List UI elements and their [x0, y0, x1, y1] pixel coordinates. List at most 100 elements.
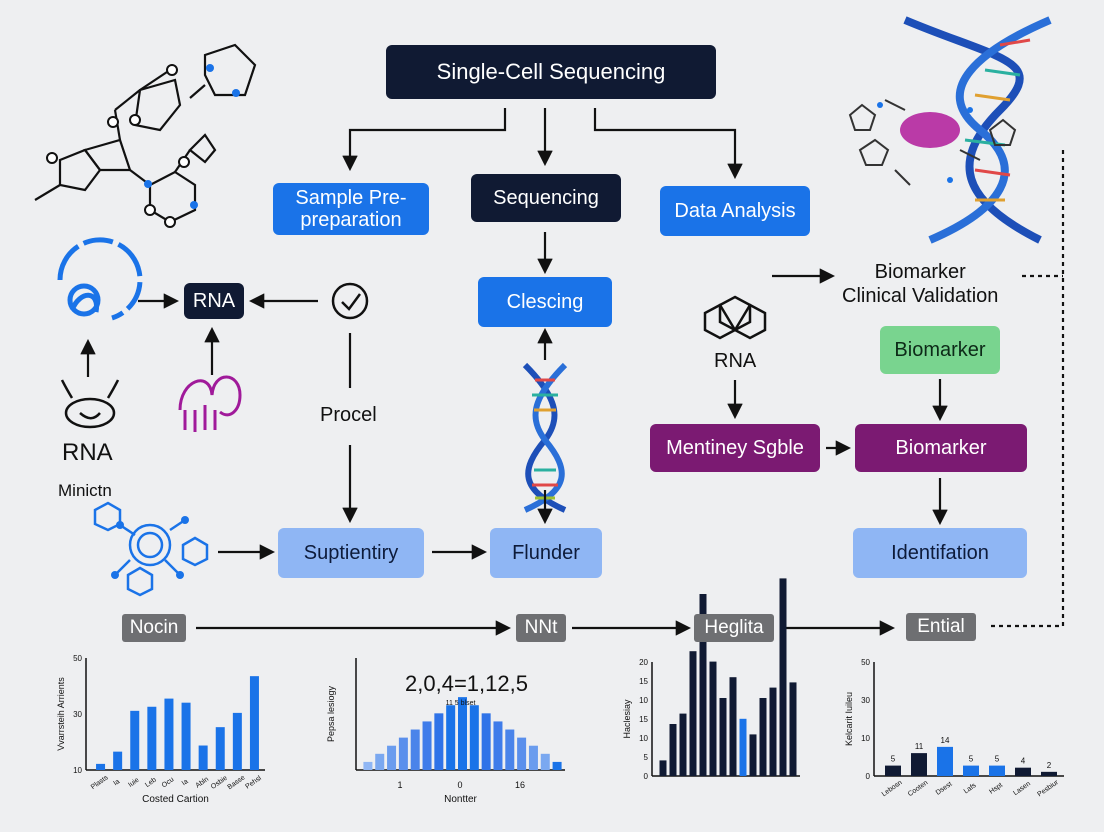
chart-2-bar: [552, 761, 562, 770]
identifation-box: Identifation: [853, 528, 1027, 578]
chart-1-xtick: Ia: [181, 778, 190, 787]
dna-helix-center-icon: [522, 362, 568, 513]
chart-3-ytick: 5: [644, 753, 649, 762]
chart-1-xtick: Abln: [195, 776, 211, 790]
biomarker-purple-label: Biomarker: [895, 437, 987, 459]
chart-4-bar: [937, 746, 953, 776]
chart-1-xtick: Basse: [227, 774, 247, 791]
chart-4-bar: [911, 753, 927, 776]
chart-4-xtick: Lafs: [963, 782, 978, 796]
chart-1-xtick: Ocu: [161, 776, 176, 789]
check-circle-icon: [331, 282, 369, 320]
chart-3-bar: [789, 682, 797, 776]
chart-4-bar-label: 5: [995, 755, 1000, 764]
rna-left-label: RNA: [62, 439, 113, 466]
chart-3-bar: [679, 713, 687, 776]
suptientiry-box: Suptientiry: [278, 528, 424, 578]
chart-2-xtick: 1: [397, 780, 402, 790]
rna-box: RNA: [184, 283, 244, 319]
chart-1-bar: [232, 712, 242, 770]
chart-4-xtick: Dsest: [935, 781, 954, 797]
chart-1-xtick: Osbie: [210, 775, 229, 791]
title-box: Single-Cell Sequencing: [386, 45, 716, 99]
chart-1-xtick: Leb: [144, 776, 158, 788]
chart-4-ytick: 10: [861, 734, 870, 743]
biomarker-clinical-label: Biomarker Clinical Validation: [842, 261, 999, 307]
chart-2-bar: [458, 697, 467, 770]
chart-2-title: 2,0,4=1,12,5: [405, 671, 528, 696]
chart-4-bar: [963, 765, 979, 776]
pipeline-step-2: NNt: [516, 614, 566, 642]
chart-4-ylabel: Kelcarit Iuileu: [844, 692, 854, 746]
flunder-label: Flunder: [512, 542, 580, 564]
chart-3-bar: [729, 677, 737, 776]
chart-3-ylabel: Haclesiay: [622, 699, 632, 739]
chart-2-subtitle: 11 5 blset: [446, 700, 476, 707]
dna-helix-top-right-icon: [848, 16, 1052, 244]
rna-strand-icon: [178, 375, 242, 432]
chart-4-xtick: Cooten: [907, 779, 930, 798]
chart-4-bar: [1015, 767, 1031, 776]
pipeline-step-4-label: Ential: [917, 616, 965, 637]
pipeline-step-2-label: NNt: [524, 617, 558, 638]
chart-3-bar: [749, 734, 757, 776]
chart-4-bar-label: 11: [915, 742, 924, 751]
chart-3-bar: [659, 760, 667, 776]
molecule-nodes-icon: [46, 64, 190, 228]
chart-4-xtick: Pesbiur: [1036, 779, 1060, 799]
chart-1-xlabel: Costed Cartion: [142, 794, 209, 805]
clescing-label: Clescing: [506, 291, 584, 313]
chart-3-bar: [739, 718, 747, 776]
sample-prep-label: Sample Pre- preparation: [295, 187, 407, 231]
chart-1-bar: [130, 710, 140, 770]
chart-4-ytick: 0: [866, 772, 871, 781]
chart-4-bar: [989, 765, 1005, 776]
chart-2-bar: [469, 705, 479, 770]
chart-3-bar: [699, 594, 707, 776]
chart-2-xtick: 0: [457, 780, 462, 790]
molecule-atoms-icon: [144, 64, 240, 209]
chart-4-bar: [885, 765, 901, 776]
pipeline-step-3-label: Heglita: [704, 617, 764, 638]
chart-1-bar: [215, 727, 225, 770]
chart-3-bar: [689, 651, 697, 776]
chart-3-ytick: 0: [644, 772, 649, 781]
chart-1-bar: [147, 706, 157, 770]
molecule-top-left-icon: [34, 43, 257, 224]
chart-3-ytick: 20: [639, 658, 648, 667]
procel-label: Procel: [320, 404, 377, 426]
chart-2-xtick: 16: [515, 780, 525, 790]
clescing-box: Clescing: [478, 277, 612, 327]
chart-1-bar: [198, 745, 208, 770]
pipeline-step-1: Nocin: [122, 614, 186, 642]
chart-4-bar: [1041, 771, 1057, 776]
chart-1-bar: [249, 676, 259, 770]
chart-1-xtick: Plasts: [90, 774, 110, 791]
pipeline-step-4: Ential: [906, 613, 976, 641]
mentiney-box: Mentiney Sgble: [650, 424, 820, 472]
mentiney-label: Mentiney Sgble: [666, 437, 804, 459]
chart-4-bar-label: 14: [941, 736, 950, 745]
chart-1-ylabel: Vvarrsteih Arrients: [56, 677, 66, 751]
chart-2-bar: [363, 761, 373, 770]
pipeline-step-1-label: Nocin: [129, 617, 179, 638]
chart-3-ytick: 10: [639, 696, 648, 705]
chart-3-bar: [669, 724, 677, 776]
chart-2-bar: [540, 753, 550, 770]
chart-2-bar: [398, 737, 408, 770]
chart-2-bar: [387, 745, 397, 770]
chart-2-bar: [493, 721, 503, 770]
sample-prep-box: Sample Pre- preparation: [273, 183, 429, 235]
chart-2-bar: [517, 737, 527, 770]
chart-2-bar: [446, 705, 456, 770]
chart-4-bar-label: 5: [891, 755, 896, 764]
chart-3-bar: [779, 578, 787, 776]
chart-3-ytick: 15: [639, 677, 648, 686]
chart-4-bar-label: 2: [1047, 761, 1052, 770]
chart-2-bar: [375, 753, 385, 770]
chart-4-ytick: 30: [861, 696, 870, 705]
chart-2-bar: [528, 745, 538, 770]
flunder-box: Flunder: [490, 528, 602, 578]
chart-2-bar: [410, 729, 420, 770]
